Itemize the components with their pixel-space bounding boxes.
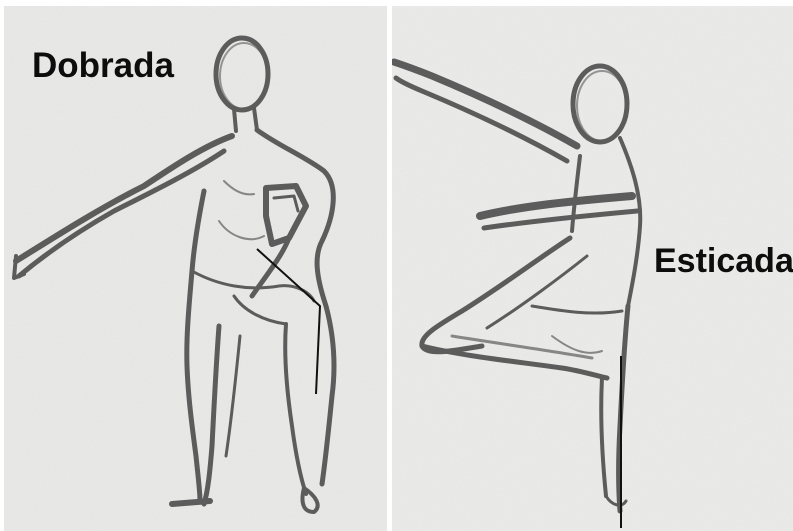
left-sketch-panel: Dobrada [4,6,387,531]
right-sketch-panel: Esticada [392,6,793,531]
label-straight: Esticada [654,242,793,281]
label-bent: Dobrada [32,46,174,86]
